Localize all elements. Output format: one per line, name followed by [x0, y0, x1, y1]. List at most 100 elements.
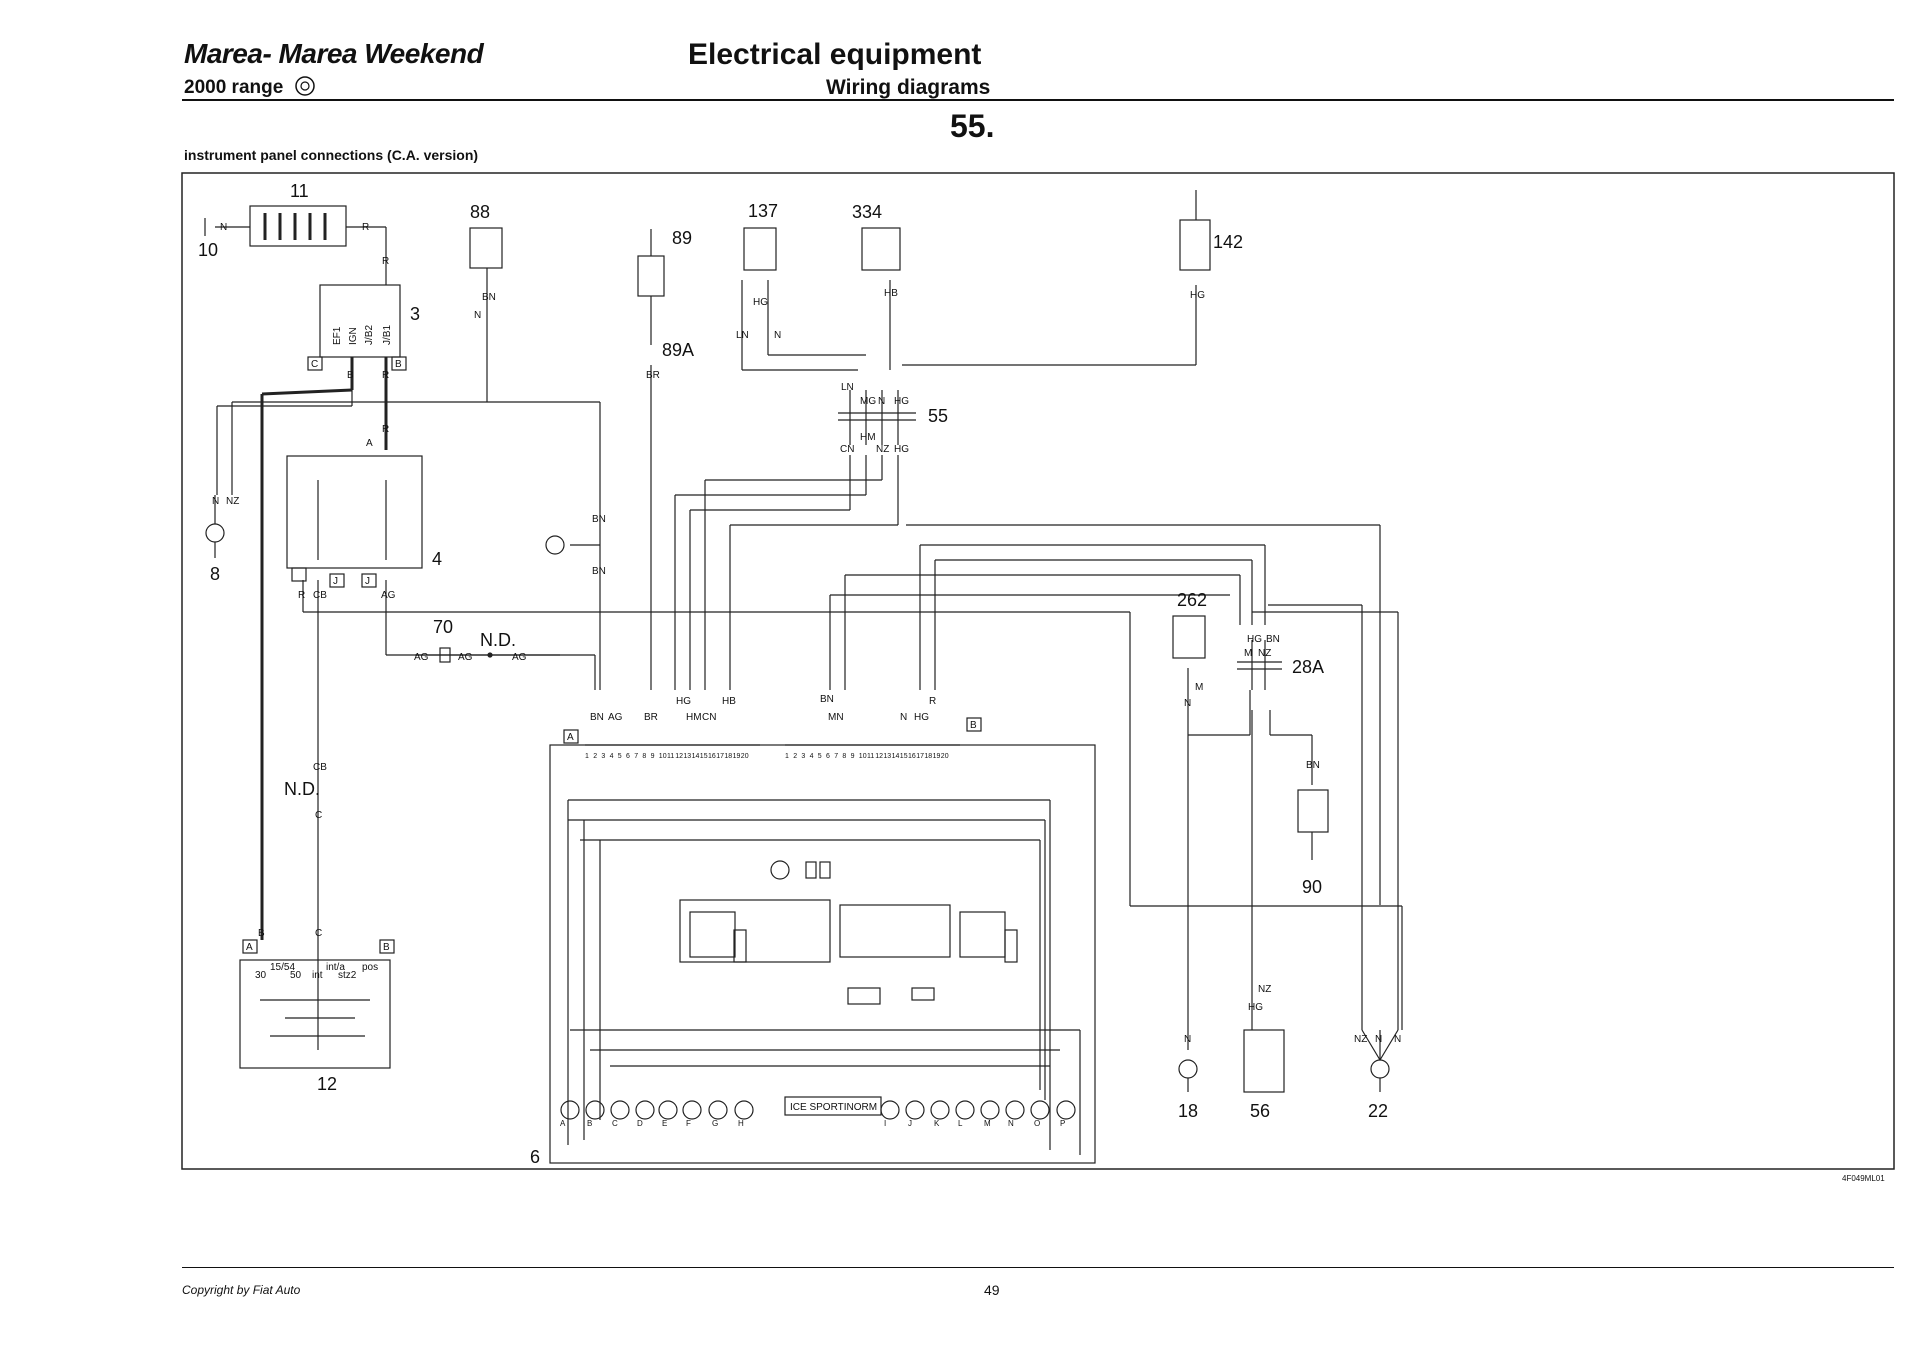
wire-br-89: BR [646, 370, 660, 381]
connector-b-pin-7: 7 [834, 753, 838, 760]
connector-b-pin-2: 2 [793, 753, 797, 760]
wire-n-55: N [878, 396, 885, 407]
wire-c-12: C [315, 810, 322, 821]
connector-a-4: A [366, 438, 373, 449]
wire-n-262: N [1184, 698, 1191, 709]
label-11: 11 [290, 181, 309, 201]
label-8: 8 [210, 564, 220, 584]
label-10: 10 [198, 240, 218, 260]
warning-lamp-letter-i: I [884, 1119, 886, 1128]
connector-a-pin-3: 3 [601, 753, 605, 760]
wire-ln-137: LN [736, 330, 749, 341]
wire-r-6: R [929, 696, 936, 707]
label-137: 137 [748, 201, 778, 221]
wire-c-12b: C [315, 928, 322, 939]
wire-r-3b: R [382, 370, 389, 381]
warning-lamp-letter-b: B [587, 1119, 592, 1128]
wire-nz-55: NZ [876, 444, 889, 455]
connector-b-pin-6: 6 [826, 753, 830, 760]
wire-hg-55: HG [894, 396, 909, 407]
connector-a-pin-19: 19 [733, 753, 741, 760]
wire-ag-70a: AG [414, 652, 429, 663]
wire-bn-6b: BN [592, 566, 606, 577]
warning-lamp-letter-e: E [662, 1119, 667, 1128]
connector-a-pin-14: 14 [692, 753, 700, 760]
wire-hg-137: HG [753, 297, 768, 308]
warning-lamp-letter-n: N [1008, 1119, 1014, 1128]
model-title: Marea- Marea Weekend [184, 38, 484, 69]
label-88: 88 [470, 202, 490, 222]
switch-50: 50 [290, 970, 302, 981]
label-nd-left: N.D. [284, 779, 320, 799]
connector-b-3: B [395, 359, 402, 370]
range-label: 2000 range [184, 76, 317, 99]
connector-a-pin-20: 20 [741, 753, 749, 760]
range-badge-icon [294, 76, 315, 96]
warning-lamp-letter-l: L [958, 1119, 963, 1128]
wire-hg-142: HG [1190, 290, 1205, 301]
connector-b-pin-14: 14 [892, 753, 900, 760]
display-text: ICE SPORTINORM [790, 1102, 877, 1113]
page-number: 55. [950, 108, 995, 144]
wire-ln-55: LN [841, 382, 854, 393]
connector-a-pin-18: 18 [724, 753, 732, 760]
connector-j-4b: J [365, 576, 370, 587]
connector-b-pin-20: 20 [941, 753, 949, 760]
label-22: 22 [1368, 1101, 1388, 1121]
wire-ag-6: AG [608, 712, 623, 723]
connector-b-pin-1: 1 [785, 753, 789, 760]
wire-bn-6c: BN [590, 712, 604, 723]
wire-nz-8: NZ [226, 496, 239, 507]
wire-hg-6: HG [676, 696, 691, 707]
subsection-title: Wiring diagrams [826, 76, 991, 99]
connector-a-pin-15: 15 [700, 753, 708, 760]
label-142: 142 [1213, 232, 1243, 252]
connector-b-6: B [970, 720, 977, 731]
connector-b-pin-15: 15 [900, 753, 908, 760]
section-title: Electrical equipment [688, 38, 982, 71]
warning-lamp-letter-k: K [934, 1119, 940, 1128]
label-55: 55 [928, 406, 948, 426]
fuse-label-ef1: EF1 [332, 326, 343, 345]
warning-lamp-letter-a: A [560, 1119, 566, 1128]
connector-b-pin-4: 4 [810, 753, 814, 760]
connector-a-pin-7: 7 [634, 753, 638, 760]
wire-r-11: R [362, 222, 369, 233]
label-3: 3 [410, 304, 420, 324]
connector-a-pin-17: 17 [716, 753, 724, 760]
warning-lamp-letter-j: J [908, 1119, 912, 1128]
label-70: 70 [433, 617, 453, 637]
fuse-label-ign: IGN [348, 327, 359, 345]
wire-bn-88: BN [482, 292, 496, 303]
connector-a-pin-13: 13 [683, 753, 691, 760]
wire-mn-6: MN [828, 712, 844, 723]
wire-bn-28a: BN [1266, 634, 1280, 645]
switch-30: 30 [255, 970, 267, 981]
warning-lamp-letter-f: F [686, 1119, 691, 1128]
connector-b-pin-19: 19 [933, 753, 941, 760]
wire-hm-6: HM [686, 712, 702, 723]
wire-ag-4: AG [381, 590, 396, 601]
wire-bn-6a: BN [592, 514, 606, 525]
label-89a: 89A [662, 340, 694, 360]
wire-hg-56: HG [1248, 1002, 1263, 1013]
footer-copyright: Copyright by Fiat Auto [182, 1283, 301, 1297]
footer-page-number: 49 [984, 1282, 1000, 1298]
wire-nz-22: NZ [1354, 1034, 1367, 1045]
wire-m-28a: M [1244, 648, 1252, 659]
diagram-frame [181, 172, 1895, 1170]
wire-n-137: N [774, 330, 781, 341]
wire-nz-28a: NZ [1258, 648, 1271, 659]
label-6: 6 [530, 1147, 540, 1167]
connector-a-pin-12: 12 [675, 753, 683, 760]
connector-b-pin-9: 9 [851, 753, 855, 760]
connector-b-12: B [383, 942, 390, 953]
drawing-ref-code: 4F049ML01 [1842, 1174, 1885, 1183]
wire-cn-6: CN [702, 712, 716, 723]
connector-b-pin-18: 18 [924, 753, 932, 760]
wire-hm-55: HM [860, 432, 876, 443]
header-rule [182, 99, 1894, 101]
connector-a-pin-16: 16 [708, 753, 716, 760]
label-262: 262 [1177, 590, 1207, 610]
